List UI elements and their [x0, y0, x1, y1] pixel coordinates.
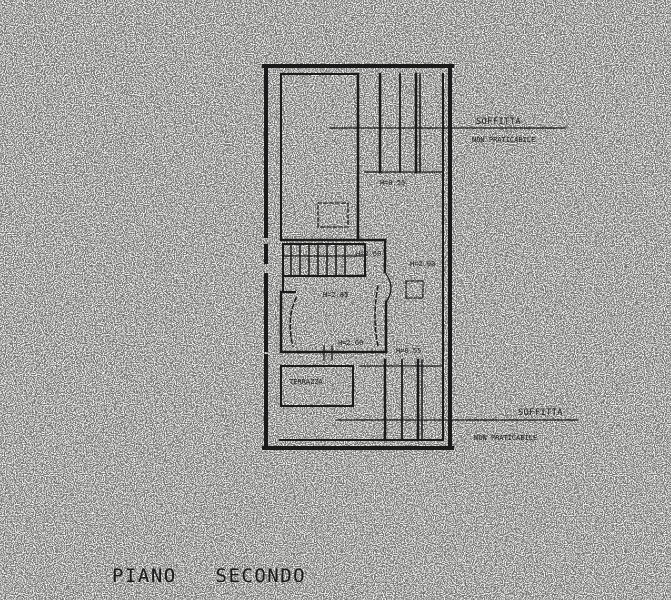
staircase: [282, 243, 366, 293]
terrace-label: TERRAZZA: [289, 378, 324, 386]
attic-top-label-2: NON PRATICABILE: [472, 136, 535, 144]
attic-top-label-1: SOFFITTA: [476, 117, 521, 127]
roof-slope-left: [289, 297, 297, 347]
attic-bottom-label-2: NON PRATICABILE: [474, 434, 537, 442]
door-swing: [385, 273, 392, 303]
height-label-top: H=0.55: [380, 179, 405, 187]
roof-slope-right: [374, 285, 379, 347]
building-outline: [262, 64, 579, 450]
ceiling-hatch-right: [405, 280, 424, 299]
height-label-lower-right: H=0.55: [396, 347, 421, 355]
height-label-stair: H=2.60: [356, 250, 381, 258]
ceiling-hatch-left: [317, 202, 349, 228]
height-label-room: H=2.85: [323, 291, 348, 299]
height-label-right: H=2.00: [410, 260, 435, 268]
height-label-lower: H=2.60: [338, 339, 363, 347]
floor-title: PIANO SECONDO: [112, 565, 306, 587]
attic-bottom-label-1: SOFFITTA: [518, 408, 563, 418]
